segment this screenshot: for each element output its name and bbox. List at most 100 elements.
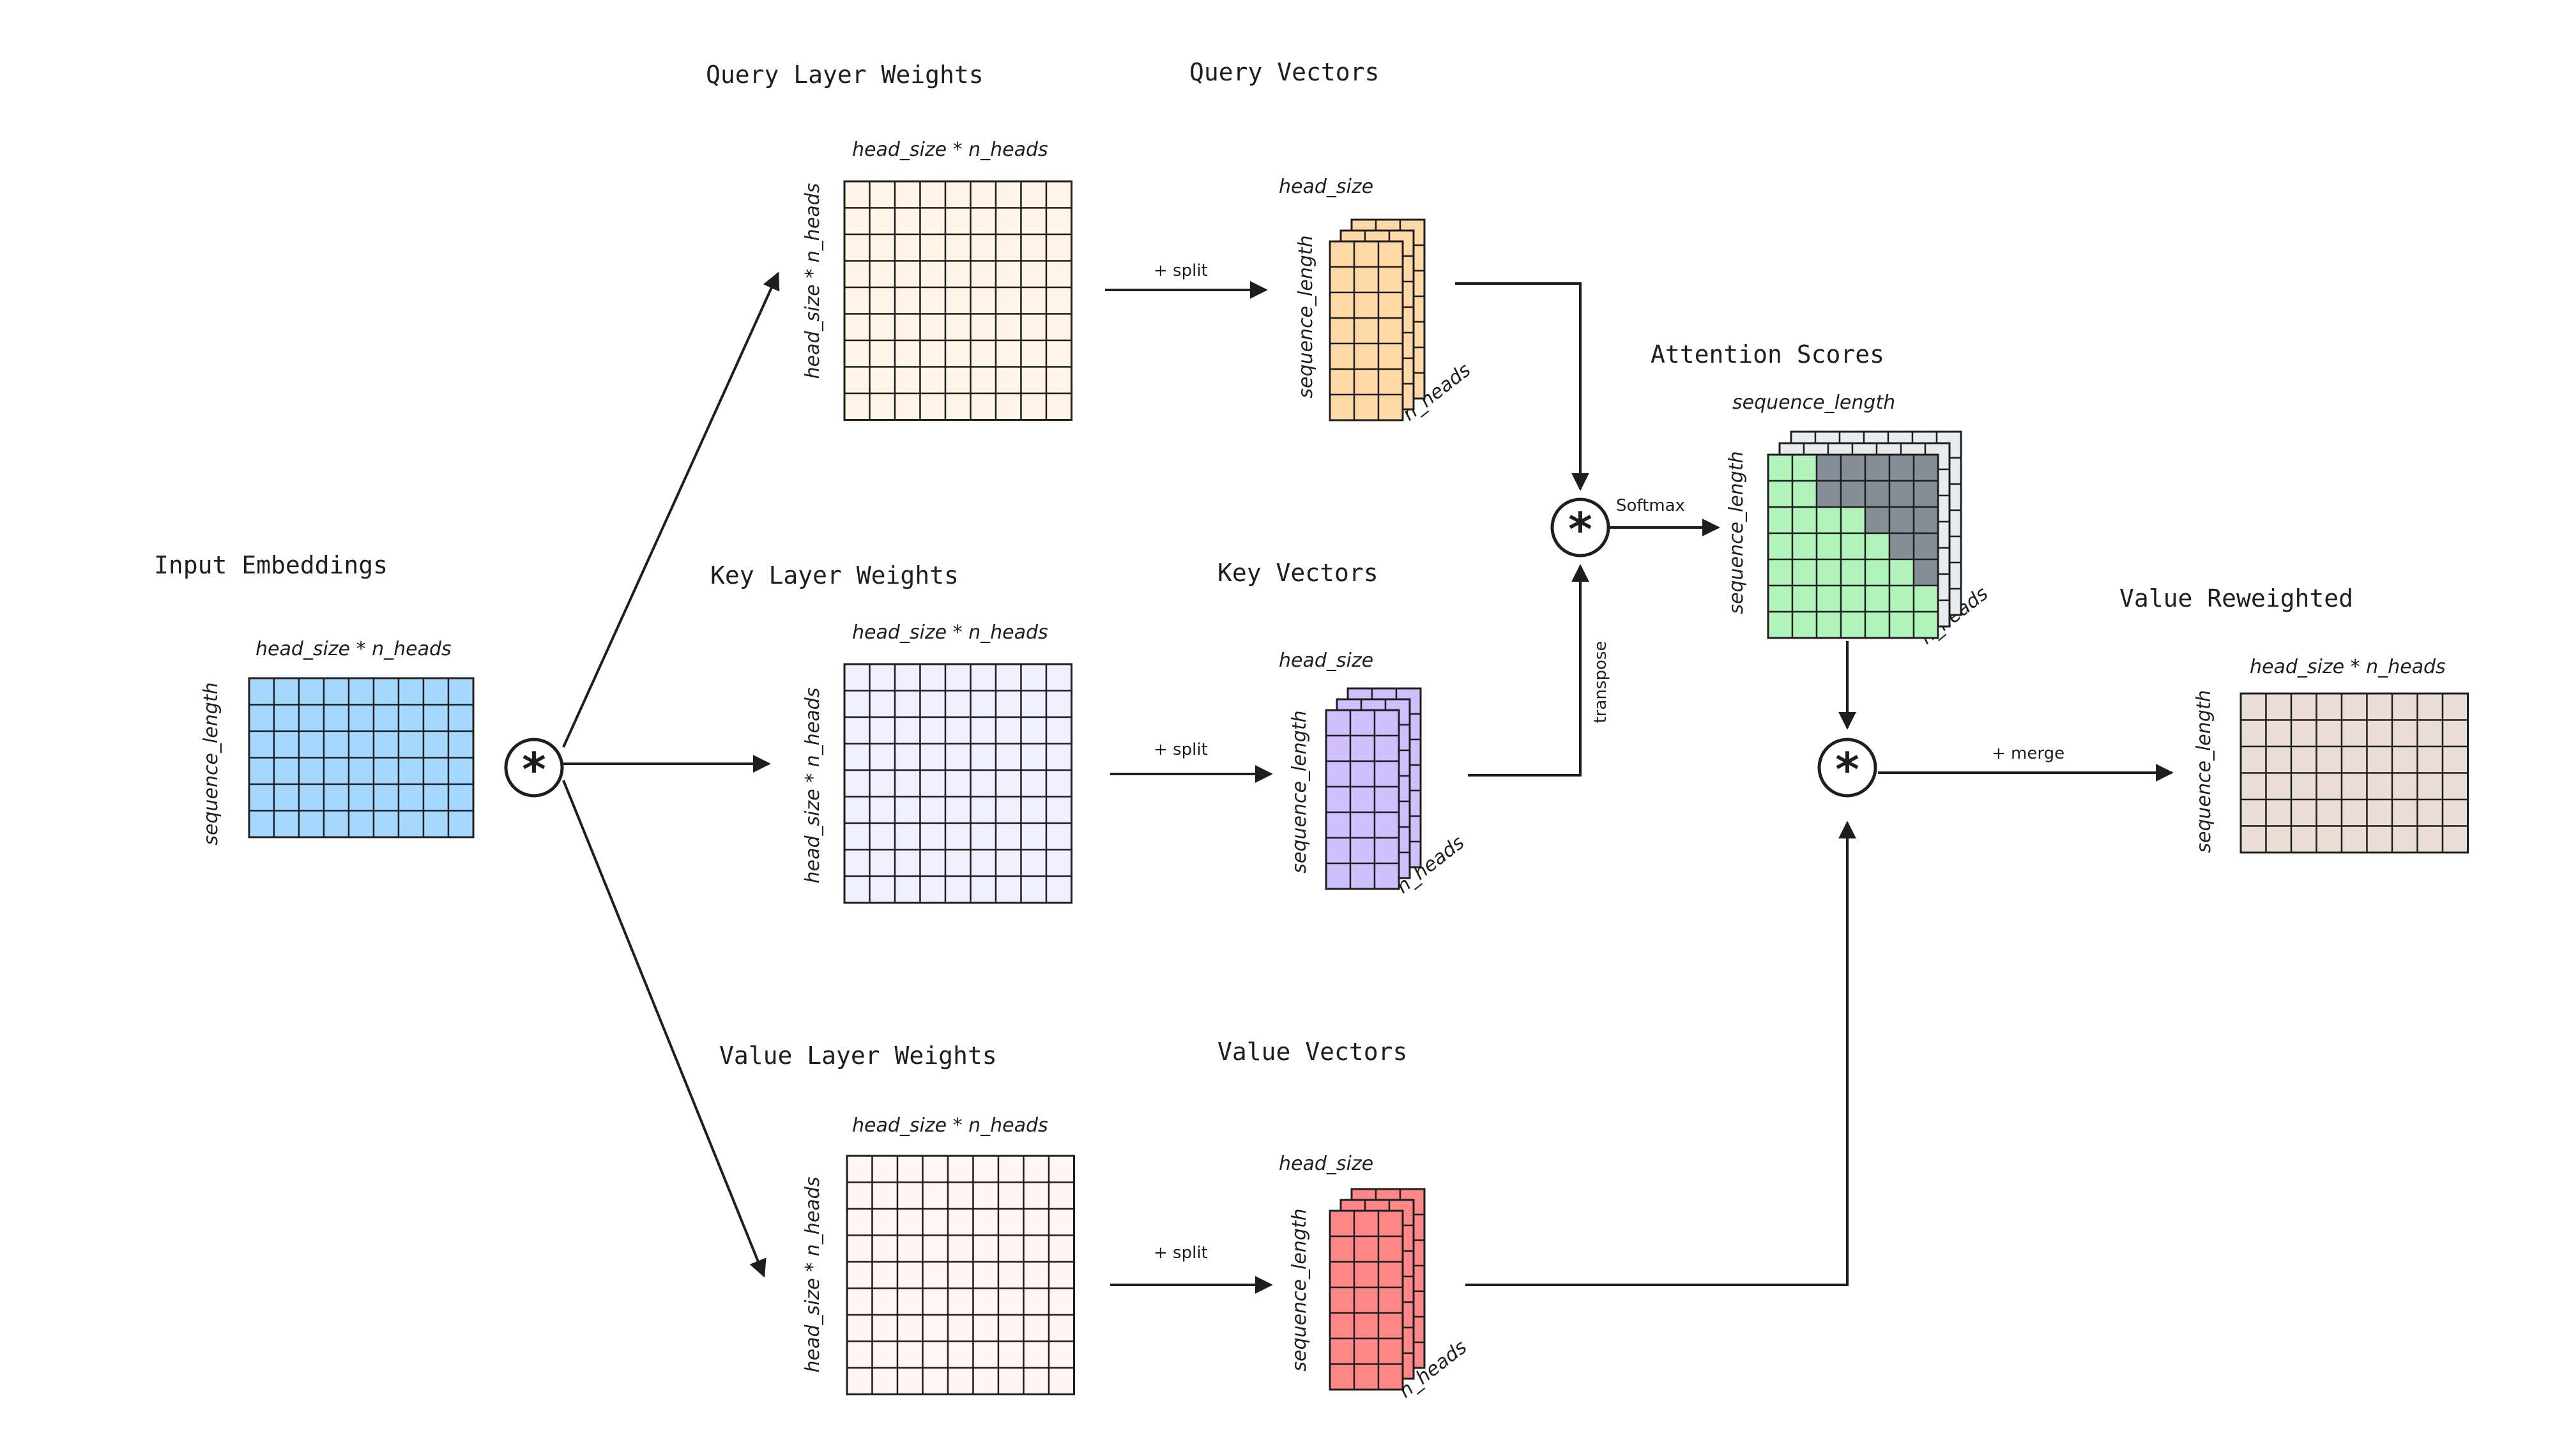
key-vectors-layer-0-cell [1373, 734, 1400, 762]
attention-front-layer-cell [1791, 610, 1818, 639]
value-weights-cell [997, 1340, 1025, 1369]
value-reweighted-cell [2240, 772, 2267, 801]
key-weights-cell [970, 875, 997, 904]
value-reweighted-title: Value Reweighted [2119, 584, 2353, 612]
query-weights-cell [1045, 207, 1072, 236]
query-weights-cell [843, 339, 871, 368]
query-split-label: + split [1154, 261, 1208, 280]
value-reweighted-matrix [2240, 692, 2469, 854]
value-vectors-layer-0-cell [1377, 1337, 1404, 1365]
query-weights-cell [970, 286, 997, 315]
value-weights-cell [1048, 1287, 1075, 1316]
input-embeddings-cell [323, 757, 350, 785]
attention-front-layer-cell [1864, 453, 1891, 482]
value-weights-cell [947, 1367, 974, 1395]
value-reweighted-cell [2316, 692, 2343, 721]
attention-front-layer-cell [1888, 480, 1915, 508]
value-reweighted-cell [2416, 719, 2444, 748]
query-weights-cell [894, 339, 921, 368]
key-weights-cell [970, 849, 997, 877]
key-vectors-top-dim-label: head_size [1279, 649, 1373, 672]
query-weights-cell [970, 392, 997, 421]
query-vectors-layer-0-cell [1353, 342, 1380, 370]
attention-front-layer-cell [1815, 506, 1842, 535]
value-reweighted-cell [2290, 798, 2317, 827]
input-embeddings-cell [397, 783, 425, 812]
query-weights-cell [1045, 180, 1072, 209]
key-weights-cell [919, 875, 947, 904]
value-weights-cell [997, 1208, 1025, 1236]
value-reweighted-cell [2441, 798, 2469, 827]
key-weights-cell [1045, 716, 1072, 745]
query-weights-cell [944, 180, 972, 209]
value-weights-cell [1048, 1367, 1075, 1395]
value-vectors-side-dim-label: sequence_length [1288, 1208, 1311, 1371]
value-weights-cell [947, 1234, 974, 1263]
input-embeddings-cell [447, 704, 475, 732]
key-vectors-layer-0-cell [1325, 760, 1352, 788]
key-weights-cell [995, 822, 1022, 851]
value-reweighted-cell [2290, 719, 2317, 748]
attention-front-layer-cell [1888, 610, 1915, 639]
key-weights-cell [995, 849, 1022, 877]
query-vectors-layer-0-cell [1377, 291, 1404, 319]
value-reweighted-cell [2391, 825, 2418, 854]
key-vectors-layer-0-cell [1373, 760, 1400, 788]
key-vectors-layer-0-cell [1325, 785, 1352, 814]
key-weights-top-dim-label: head_size * n_heads [852, 621, 1048, 644]
value-weights-cell [896, 1234, 924, 1263]
attention-front-layer-cell [1888, 506, 1915, 535]
input-embeddings-cell [273, 810, 300, 838]
value-weights-cell [896, 1155, 924, 1183]
value-weights-cell [997, 1367, 1025, 1395]
key-vectors-layer-0-cell [1373, 785, 1400, 814]
value-weights-cell [896, 1367, 924, 1395]
value-weights-cell [1023, 1367, 1050, 1395]
key-weights-cell [1020, 743, 1048, 771]
value-weights-cell [1048, 1314, 1075, 1342]
key-weights-cell [894, 849, 921, 877]
query-vectors-layer-0-cell [1329, 393, 1355, 421]
key-weights-cell [843, 769, 871, 798]
input-embeddings-cell [397, 677, 425, 706]
value-reweighted-top-dim-label: head_size * n_heads [2250, 656, 2446, 678]
key-weights-cell [919, 822, 947, 851]
attention-front-layer-cell [1912, 558, 1939, 587]
value-weights-side-dim-label: head_size * n_heads [802, 1177, 824, 1373]
attention-front-layer-cell [1791, 480, 1818, 508]
input-embeddings-cell [298, 810, 325, 838]
value-weights-cell [922, 1155, 949, 1183]
query-weights-cell [919, 260, 947, 289]
query-vectors-stack [1329, 218, 1426, 421]
key-weights-cell [869, 663, 896, 692]
input-embeddings-cell [248, 783, 275, 812]
key-weights-cell [1020, 849, 1048, 877]
value-weights-cell [1048, 1208, 1075, 1236]
value-vectors-top-dim-label: head_size [1279, 1153, 1373, 1175]
key-vectors-layer-0-cell [1373, 837, 1400, 865]
input-embeddings-cell [347, 783, 375, 812]
query-weights-cell [894, 286, 921, 315]
value-vectors-layer-0-cell [1377, 1261, 1404, 1289]
key-weights-cell [1020, 663, 1048, 692]
value-weights-top-dim-label: head_size * n_heads [852, 1114, 1048, 1137]
query-weights-cell [944, 313, 972, 342]
input-top-dim-label: head_size * n_heads [256, 638, 452, 660]
value-vectors-layer-0-cell [1377, 1312, 1404, 1340]
multiply-2-symbol: * [1568, 503, 1592, 556]
value-reweighted-cell [2316, 745, 2343, 774]
key-weights-cell [970, 690, 997, 718]
value-weights-cell [1023, 1261, 1050, 1289]
value-weights-cell [947, 1314, 974, 1342]
value-vectors-layer-0-cell [1329, 1235, 1355, 1263]
key-vectors-layer-0-cell [1349, 811, 1376, 839]
input-embeddings-cell [422, 677, 450, 706]
attention-front-layer-cell [1864, 532, 1891, 561]
query-weights-cell [869, 366, 896, 395]
input-embeddings-cell [422, 810, 450, 838]
softmax-label: Softmax [1616, 496, 1685, 515]
attention-front-layer-cell [1840, 532, 1866, 561]
attention-scores-stack [1767, 430, 1962, 639]
query-weights-cell [1020, 392, 1048, 421]
value-weights-cell [1023, 1287, 1050, 1316]
